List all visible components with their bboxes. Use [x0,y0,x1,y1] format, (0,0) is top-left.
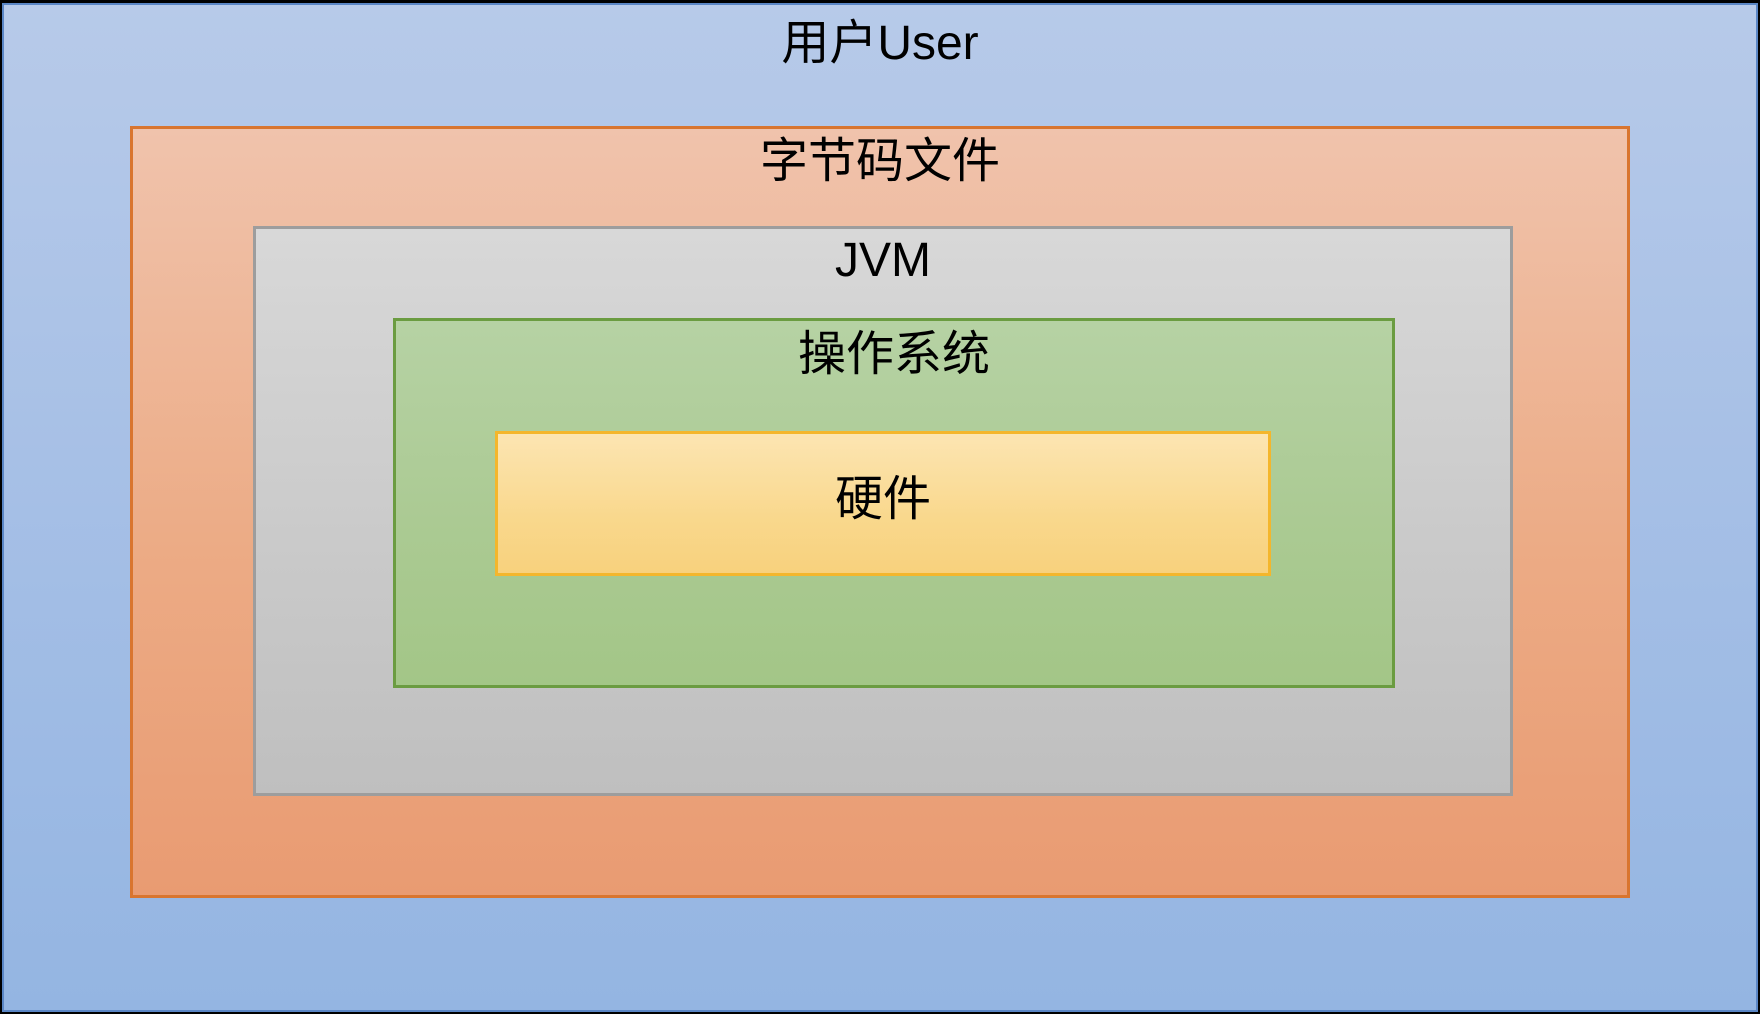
layer-jvm: JVM 操作系统 硬件 [253,226,1513,796]
layer-user: 用户User 字节码文件 JVM 操作系统 硬件 [2,3,1758,1012]
layer-bytecode-file-label: 字节码文件 [759,135,1000,188]
layer-hardware: 硬件 [495,431,1271,576]
layer-operating-system-label: 操作系统 [797,328,990,381]
layer-bytecode-file: 字节码文件 JVM 操作系统 硬件 [130,126,1630,898]
layer-operating-system: 操作系统 硬件 [393,318,1395,688]
layer-jvm-label: JVM [835,234,931,287]
layer-user-label: 用户User [781,17,979,70]
layer-hardware-label: 硬件 [834,473,931,526]
